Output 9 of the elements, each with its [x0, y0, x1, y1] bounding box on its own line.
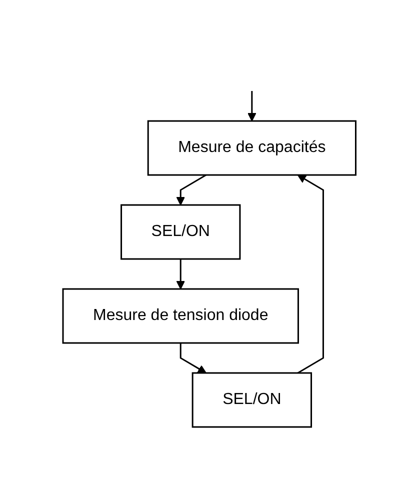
- node-box: SEL/ON: [120, 204, 241, 260]
- node-box: Mesure de tension diode: [62, 288, 300, 344]
- arrow: [248, 91, 256, 122]
- arrow: [176, 174, 207, 206]
- node-box: Mesure de capacités: [147, 120, 357, 176]
- arrow: [176, 259, 186, 290]
- arrow: [297, 174, 324, 374]
- node-box: SEL/ON: [192, 372, 312, 428]
- arrow: [180, 343, 207, 374]
